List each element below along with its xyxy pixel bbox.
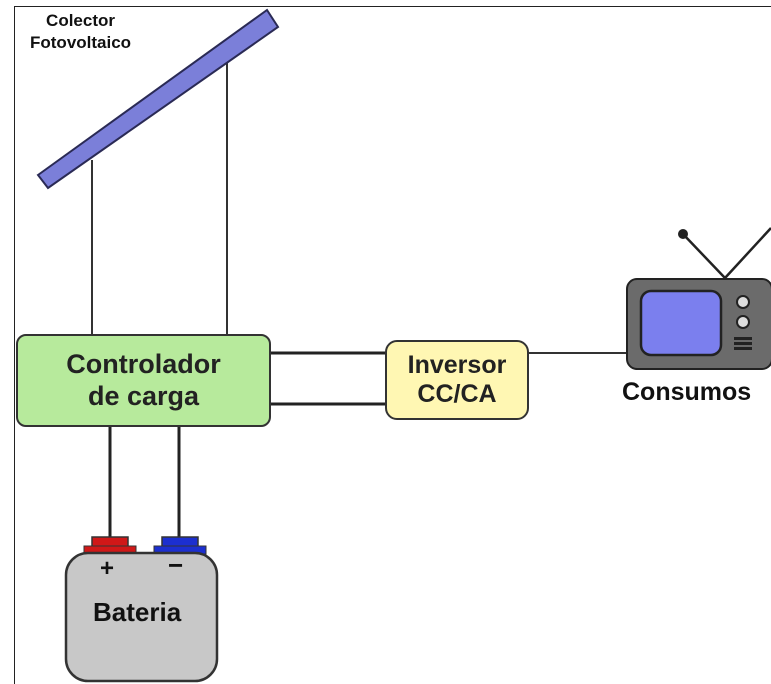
controller-label-line1: Controlador — [66, 349, 221, 380]
inverter-label-line1: Inversor — [407, 351, 507, 380]
diagram-frame — [14, 6, 771, 684]
inverter-label-line2: CC/CA — [417, 380, 497, 408]
tv-antenna-right — [724, 227, 771, 279]
battery-plus-sign: + — [100, 555, 115, 582]
charge-controller-box: Controlador de carga — [16, 334, 271, 427]
battery-minus-sign: − — [168, 550, 184, 580]
controller-label-line2: de carga — [87, 380, 200, 411]
battery-icon — [64, 536, 219, 683]
battery-label: Bateria — [93, 597, 182, 627]
loads-label: Consumos — [622, 378, 752, 406]
solar-panel-icon — [36, 8, 280, 190]
collector-label: Colector Fotovoltaico — [30, 11, 132, 52]
tv-icon — [626, 278, 771, 370]
tv-antenna-left — [682, 233, 726, 279]
tv-antenna-tip-icon — [678, 229, 688, 239]
inverter-box: Inversor CC/CA — [385, 340, 529, 420]
